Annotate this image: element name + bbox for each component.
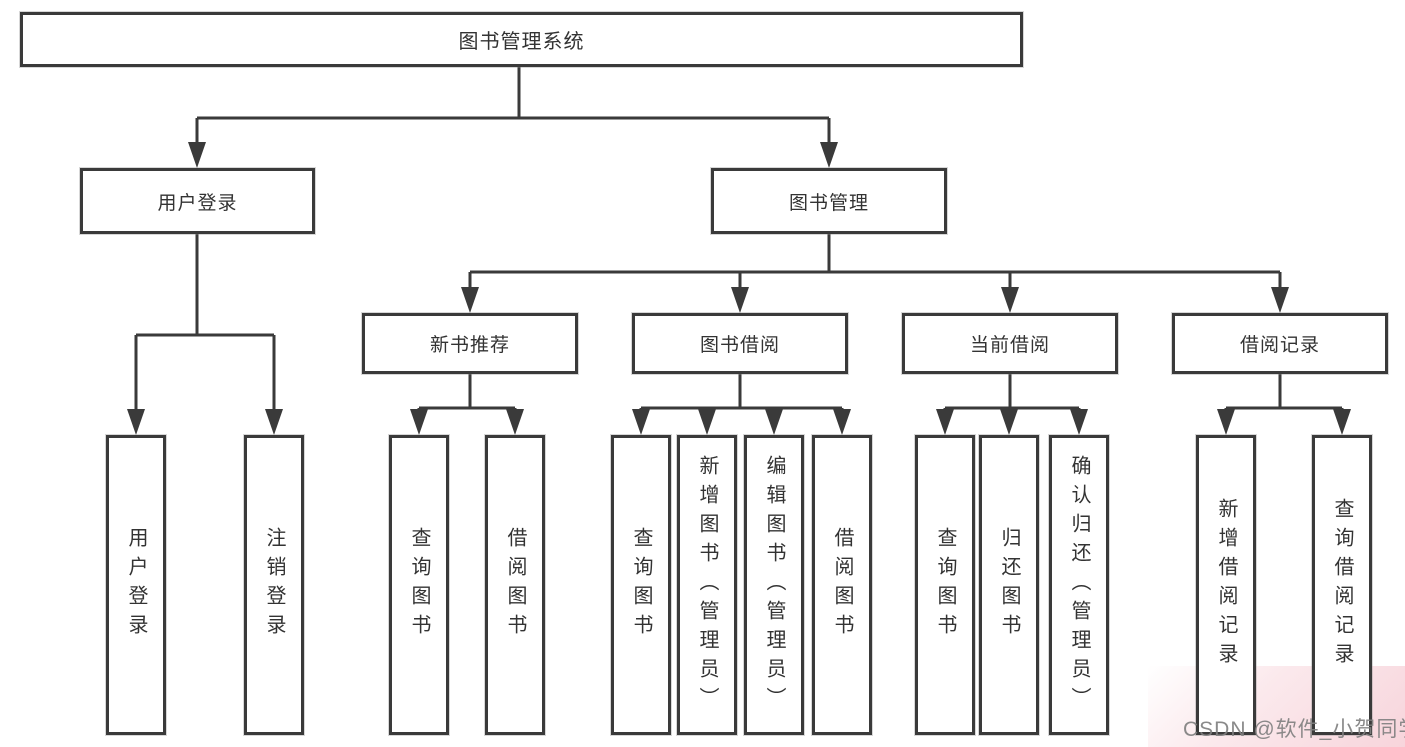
leaf-query-book: 查询图书 (389, 435, 449, 735)
edge-book-management-to-level3 (461, 234, 1289, 313)
node-user-login: 用户登录 (80, 168, 315, 234)
node-label: 借阅记录 (1239, 335, 1320, 356)
node-label: 查询借阅记录 (1331, 498, 1353, 672)
node-label: 注销登录 (263, 527, 285, 643)
edge-current-borrowing-to-children (936, 374, 1088, 435)
leaf-return-book: 归还图书 (979, 435, 1039, 735)
node-label: 图书管理系统 (458, 31, 585, 53)
node-label: 图书管理 (788, 192, 869, 214)
node-label: 查询图书 (934, 527, 956, 643)
node-label: 归还图书 (998, 527, 1020, 643)
edge-user-login-to-children (127, 234, 283, 435)
node-label: 用户登录 (125, 527, 147, 643)
leaf-add-book-admin: 新增图书（管理员） (677, 435, 737, 735)
leaf-query-borrow-record: 查询借阅记录 (1312, 435, 1372, 735)
leaf-borrow-book: 借阅图书 (485, 435, 545, 735)
node-label: 确认归还（管理员） (1068, 454, 1090, 716)
node-label: 查询图书 (630, 527, 652, 643)
leaf-query-book: 查询图书 (611, 435, 671, 735)
leaf-edit-book-admin: 编辑图书（管理员） (744, 435, 804, 735)
edge-root-to-level2 (188, 67, 838, 168)
node-label: 图书借阅 (699, 335, 780, 356)
node-label: 借阅图书 (831, 527, 853, 643)
node-library-management-system: 图书管理系统 (20, 12, 1023, 67)
node-book-borrowing: 图书借阅 (632, 313, 848, 374)
node-label: 借阅图书 (504, 527, 526, 643)
leaf-add-borrow-record: 新增借阅记录 (1196, 435, 1256, 735)
node-borrowing-records: 借阅记录 (1172, 313, 1388, 374)
node-new-book-recommend: 新书推荐 (362, 313, 578, 374)
node-label: 当前借阅 (969, 335, 1050, 356)
edge-book-borrowing-to-children (632, 374, 851, 435)
leaf-borrow-book: 借阅图书 (812, 435, 872, 735)
node-current-borrowing: 当前借阅 (902, 313, 1118, 374)
node-label: 用户登录 (157, 192, 238, 214)
watermark: CSDN @软件_小贺同学 (1183, 718, 1405, 741)
leaf-logout-login: 注销登录 (244, 435, 304, 735)
node-book-management: 图书管理 (711, 168, 947, 234)
leaf-query-book: 查询图书 (915, 435, 975, 735)
edge-new-book-recommend-to-children (410, 374, 524, 435)
node-label: 新增图书（管理员） (696, 454, 718, 716)
leaf-confirm-return-admin: 确认归还（管理员） (1049, 435, 1109, 735)
node-label: 新增借阅记录 (1215, 498, 1237, 672)
node-label: 新书推荐 (429, 335, 510, 356)
edge-borrowing-records-to-children (1217, 374, 1351, 435)
leaf-user-login: 用户登录 (106, 435, 166, 735)
node-label: 查询图书 (408, 527, 430, 643)
node-label: 编辑图书（管理员） (763, 454, 785, 716)
